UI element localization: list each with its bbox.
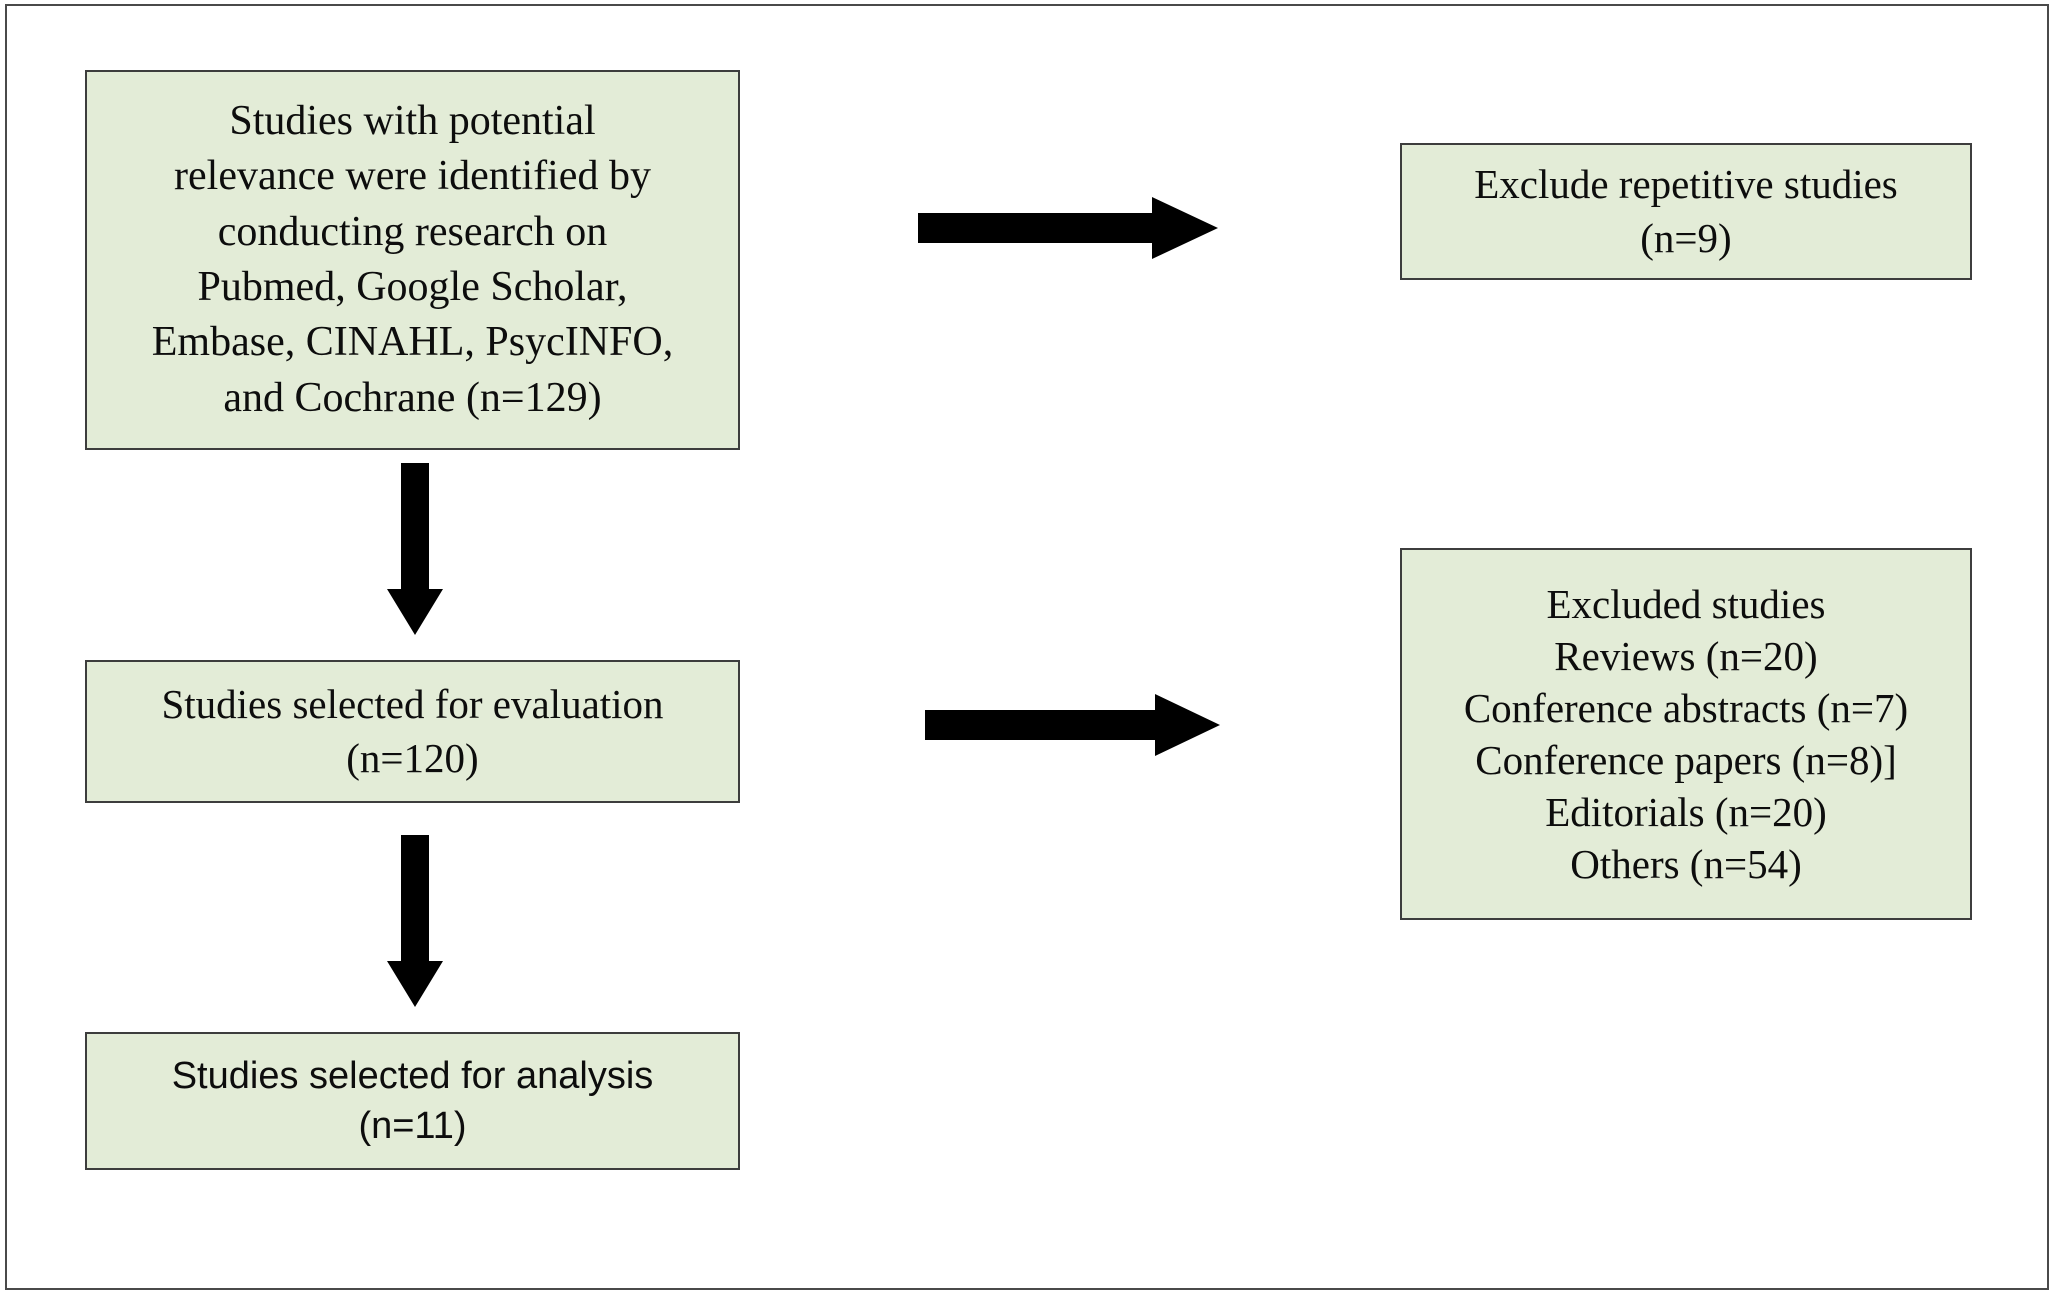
node-excluded-studies: Excluded studies Reviews (n=20) Conferen…: [1400, 548, 1972, 920]
arrow-right-icon-identification-to-exclude: [918, 195, 1218, 261]
node-selected-evaluation-line-1: Studies selected for evaluation: [161, 681, 664, 728]
node-identification-line-1: Studies with potential: [229, 97, 596, 144]
figure-border: [5, 4, 2049, 1290]
node-selected-analysis: Studies selected for analysis (n=11): [85, 1032, 740, 1170]
node-excluded-studies-line-2: Reviews (n=20): [1554, 632, 1818, 679]
node-identification-line-6: and Cochrane (n=129): [223, 374, 602, 421]
node-excluded-studies-line-3: Conference abstracts (n=7): [1463, 684, 1909, 731]
node-selected-analysis-line-1: Studies selected for analysis: [171, 1054, 654, 1097]
node-excluded-studies-line-5: Editorials (n=20): [1545, 789, 1827, 836]
node-exclude-repetitive-line-2: (n=9): [1640, 214, 1732, 261]
node-identification-line-5: Embase, CINAHL, PsycINFO,: [151, 319, 674, 366]
node-excluded-studies-line-4: Conference papers (n=8)]: [1475, 737, 1897, 783]
node-excluded-studies-line-6: Others (n=54): [1570, 841, 1802, 888]
arrow-right-icon-evaluation-to-excluded: [925, 692, 1220, 758]
arrow-down-icon-identification-to-evaluation: [385, 463, 445, 635]
node-selected-evaluation: Studies selected for evaluation (n=120): [85, 660, 740, 803]
arrow-down-icon-evaluation-to-analysis: [385, 835, 445, 1007]
node-excluded-studies-line-1: Excluded studies: [1546, 580, 1826, 627]
node-identification-line-2: relevance were identified by: [174, 153, 651, 200]
node-identification-line-4: Pubmed, Google Scholar,: [197, 264, 628, 310]
node-selected-evaluation-line-2: (n=120): [346, 734, 479, 781]
node-selected-analysis-line-2: (n=11): [358, 1105, 467, 1147]
node-exclude-repetitive: Exclude repetitive studies (n=9): [1400, 143, 1972, 280]
node-identification: Studies with potential relevance were id…: [85, 70, 740, 450]
node-exclude-repetitive-line-1: Exclude repetitive studies: [1474, 161, 1898, 208]
node-identification-line-3: conducting research on: [217, 208, 608, 255]
